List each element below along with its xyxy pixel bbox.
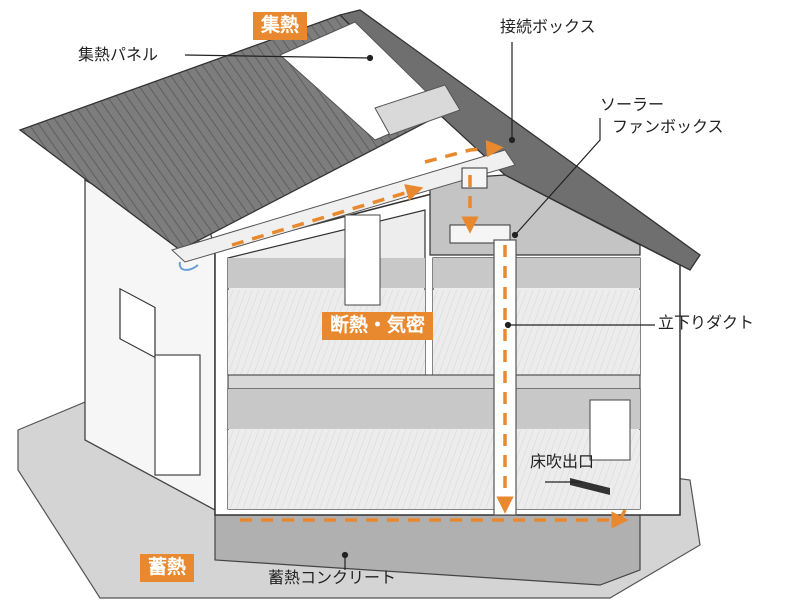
solar-fan-box-label-2: ファンボックス (612, 117, 724, 136)
solar-fan-box-label-1: ソーラー (600, 95, 665, 114)
roof (18, 9, 701, 271)
leader-lines (184, 42, 655, 570)
downflow-duct-label: 立下りダクト (658, 313, 755, 332)
insulation-airtight-badge: 断熱・気密 (322, 312, 434, 340)
gable-section (119, 174, 681, 516)
floor-outlet-label: 床吹出口 (530, 452, 595, 471)
intake-air-icon (178, 261, 199, 271)
heat-collection-badge: 集熱 (253, 12, 308, 40)
collector-panel-label: 集熱パネル (78, 45, 159, 64)
junction-box-label: 接続ボックス (500, 17, 596, 36)
storage-concrete-label: 蓄熱コンクリート (268, 568, 397, 587)
airflow-arrows (231, 139, 629, 529)
heat-storage-badge: 蓄熱 (140, 554, 195, 582)
